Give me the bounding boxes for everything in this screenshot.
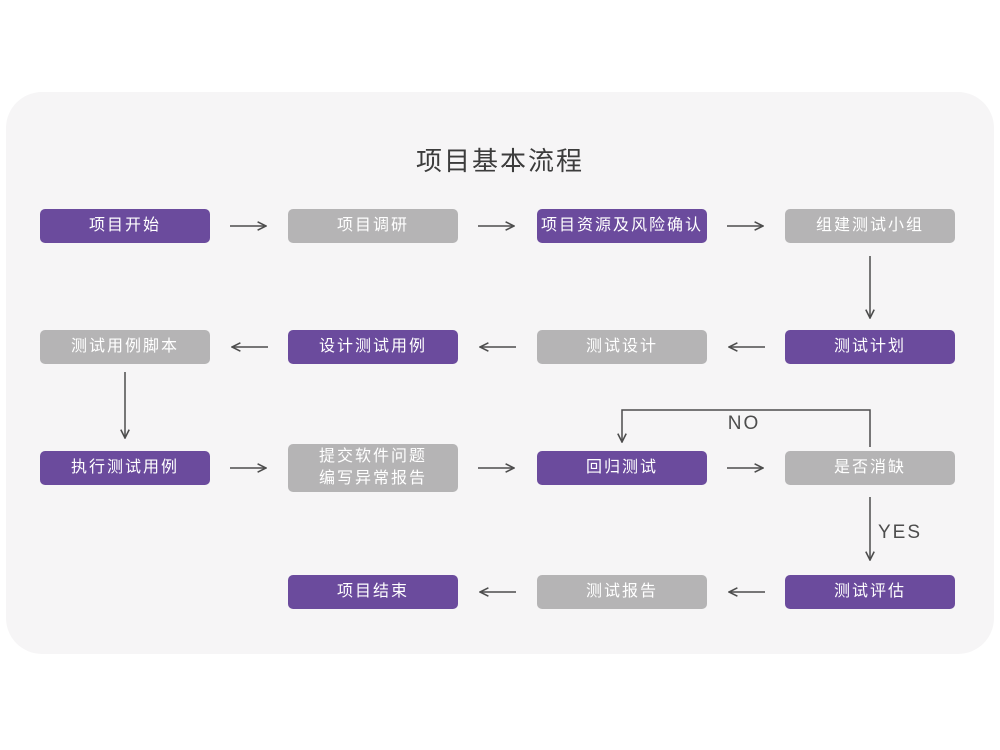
node-test-evaluation: 测试评估	[785, 575, 955, 609]
node-execute-test-cases: 执行测试用例	[40, 451, 210, 485]
node-test-case-scripts: 测试用例脚本	[40, 330, 210, 364]
node-project-start: 项目开始	[40, 209, 210, 243]
node-resources-risk: 项目资源及风险确认	[537, 209, 707, 243]
node-submit-issue-report: 提交软件问题 编写异常报告	[288, 444, 458, 492]
node-defects-cleared: 是否消缺	[785, 451, 955, 485]
node-project-end: 项目结束	[288, 575, 458, 609]
node-project-research: 项目调研	[288, 209, 458, 243]
page-title: 项目基本流程	[415, 146, 584, 176]
node-test-plan: 测试计划	[785, 330, 955, 364]
flowchart-card-background	[6, 92, 994, 654]
node-test-report: 测试报告	[537, 575, 707, 609]
node-regression-test: 回归测试	[537, 451, 707, 485]
node-build-test-team: 组建测试小组	[785, 209, 955, 243]
node-design-test-cases: 设计测试用例	[288, 330, 458, 364]
node-test-design: 测试设计	[537, 330, 707, 364]
edge-label-no: NO	[727, 413, 761, 434]
edge-label-yes: YES	[878, 522, 923, 543]
